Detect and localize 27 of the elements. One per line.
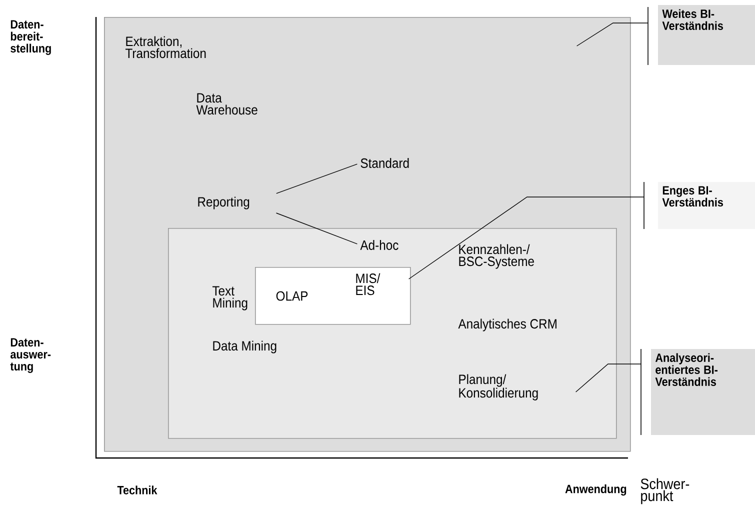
axis-label: Anwendung [565,484,626,496]
axis-label: Daten- auswer- tung [10,338,51,373]
item-text: Kennzahlen-/ BSC-Systeme [459,244,534,269]
item-text: Extraktion, Transformation [125,36,206,58]
item-text: Data Warehouse [196,93,258,115]
item-text: Reporting [198,196,250,210]
item-text: Data Mining [213,340,276,354]
leader-line [408,196,644,280]
text-box [255,267,411,325]
branch-line [276,164,358,194]
item-text: Standard [360,158,409,168]
box-text: MIS/ EIS [356,273,380,296]
axis-label: Schwer- punkt [640,478,690,504]
axis-label: Technik [117,486,158,494]
callout-label: Weites BI- Verständnis [648,5,755,66]
box-text: OLAP [276,291,308,301]
branch-line [276,212,358,244]
leader-line [575,364,642,392]
area-box [168,228,617,439]
callout-label: Analyseori- entiertes BI- Verständnis [640,348,755,436]
item-text: Text Mining [212,286,248,310]
item-text: Ad-hoc [360,240,398,250]
item-text: Planung/ Konsolidierung [459,374,538,400]
item-text: Analytisches CRM [458,318,556,332]
leader-line [576,22,648,46]
axis-label: Daten- bereit- stellung [10,20,51,55]
callout-label: Enges BI- Verständnis [644,182,755,230]
